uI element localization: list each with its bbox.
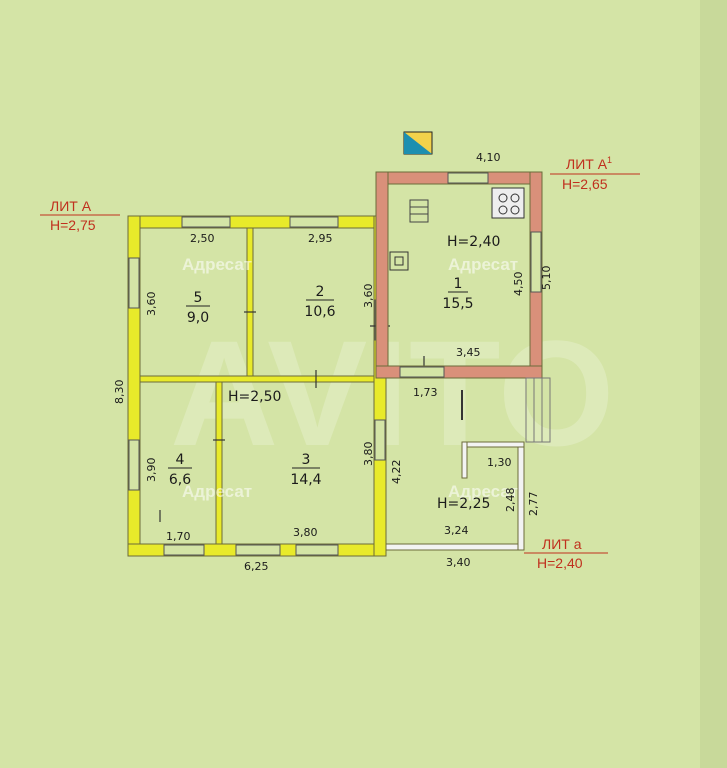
stove-icon — [491, 187, 525, 219]
dim-overall-bottom: 6,25 — [244, 560, 269, 573]
lit-a-small-label: ЛИТ а — [542, 536, 582, 552]
dim-bottom-room4: 1,70 — [166, 530, 191, 543]
dim-overall-left: 8,30 — [113, 380, 126, 405]
svg-text:Адресат: Адресат — [448, 255, 518, 274]
dim-left-room5: 3,60 — [145, 292, 158, 317]
svg-text:5: 5 — [194, 290, 203, 306]
svg-text:Адресат: Адресат — [182, 482, 252, 501]
room-1: 1 15,5 — [442, 276, 473, 312]
room-5: 5 9,0 — [186, 290, 210, 326]
dim-annex-bottom: 3,45 — [456, 346, 481, 359]
dim-porch-left: 4,22 — [390, 460, 403, 485]
room-3: 3 14,4 — [290, 452, 321, 488]
dim-top-room2: 2,95 — [308, 232, 333, 245]
dim-porch-bottom-outer: 3,40 — [446, 556, 471, 569]
dim-left-room4: 3,90 — [145, 458, 158, 483]
porch-steps — [525, 377, 551, 443]
porch-height: H=2,25 — [437, 496, 490, 512]
svg-text:6,6: 6,6 — [169, 472, 191, 488]
radiator-icon — [409, 199, 429, 223]
page-edge — [700, 0, 727, 768]
main-windows — [128, 216, 386, 556]
svg-text:2: 2 — [316, 284, 325, 300]
annex-windows — [399, 172, 542, 378]
dim-porch-right-inner: 2,48 — [504, 488, 517, 513]
dim-annex-right: 5,10 — [540, 266, 553, 291]
svg-text:14,4: 14,4 — [290, 472, 321, 488]
dim-porch-right-outer: 2,77 — [527, 492, 540, 517]
svg-text:4: 4 — [176, 452, 185, 468]
svg-text:Адресат: Адресат — [448, 482, 518, 501]
svg-text:15,5: 15,5 — [442, 296, 473, 312]
lit-a-small-height: H=2,40 — [537, 555, 583, 571]
porch-walls — [385, 441, 525, 551]
main-height: H=2,50 — [228, 389, 281, 405]
lit-a1-height: H=2,65 — [562, 176, 608, 192]
dim-top-annex: 4,10 — [476, 151, 501, 164]
svg-text:9,0: 9,0 — [187, 310, 209, 326]
dim-porch-top: 1,73 — [413, 386, 438, 399]
lit-a-height: H=2,75 — [50, 217, 96, 233]
lit-a1-label: ЛИТ А1 — [566, 155, 612, 172]
dim-porch-bottom-inner: 3,24 — [444, 524, 469, 537]
svg-text:3: 3 — [302, 452, 311, 468]
compass-icon — [403, 131, 433, 155]
dim-room1-right: 4,50 — [512, 272, 525, 297]
svg-text:10,6: 10,6 — [304, 304, 335, 320]
dim-right-room2: 3,60 — [362, 284, 375, 309]
room-4: 4 6,6 — [168, 452, 192, 488]
adresat-watermark: Адресат Адресат Адресат Адресат — [182, 255, 518, 501]
dim-top-room5: 2,50 — [190, 232, 215, 245]
svg-text:1: 1 — [454, 276, 463, 292]
room-2: 2 10,6 — [304, 284, 335, 320]
annex-height: H=2,40 — [447, 234, 500, 250]
svg-text:Адресат: Адресат — [182, 255, 252, 274]
lit-a-label: ЛИТ А — [50, 198, 92, 214]
dim-room3-right: 3,80 — [362, 442, 375, 467]
sink-icon — [389, 251, 409, 271]
dim-bottom-room3: 3,80 — [293, 526, 318, 539]
dim-porch-step: 1,30 — [487, 456, 512, 469]
